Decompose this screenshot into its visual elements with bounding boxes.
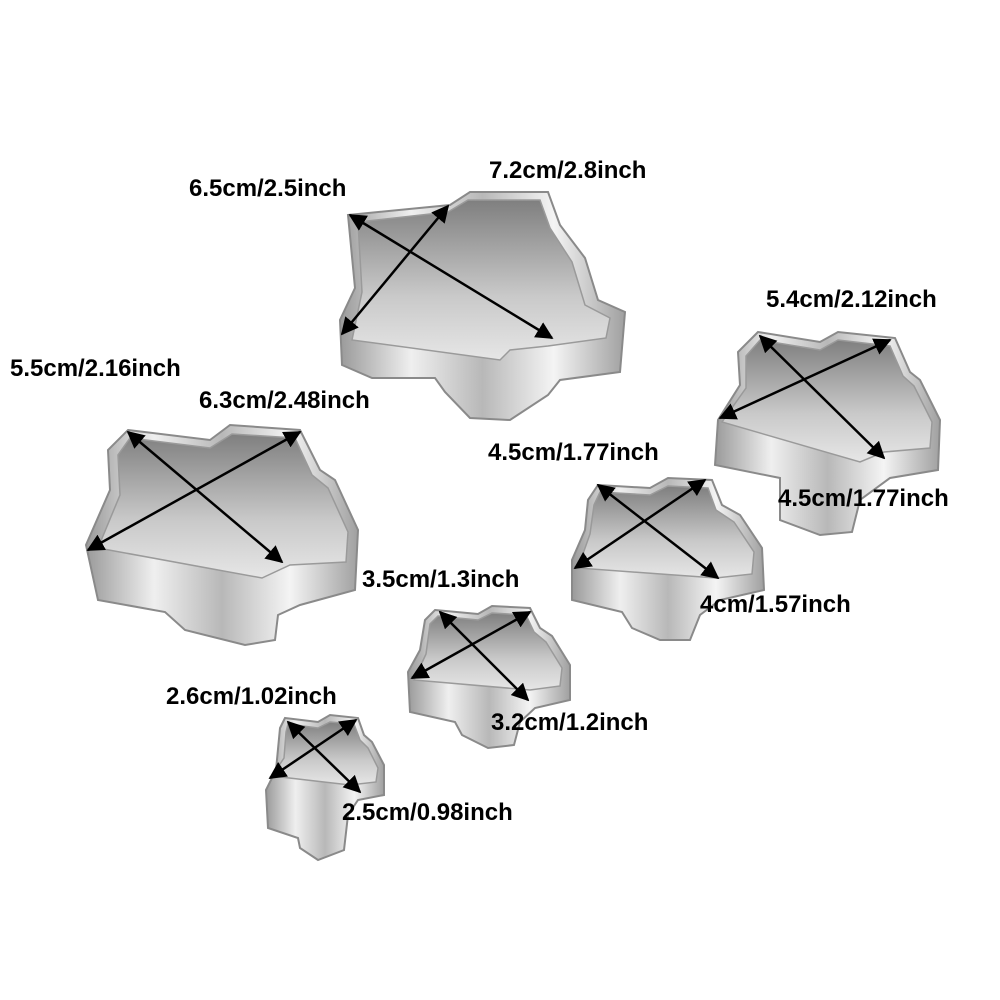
measure-arrow [596, 483, 720, 580]
measure-arrow [348, 213, 554, 340]
dimension-label: 2.5cm/0.98inch [342, 799, 513, 826]
cutter-4 [571, 476, 766, 641]
cutter-5 [406, 604, 571, 750]
dimension-label: 2.6cm/1.02inch [166, 683, 337, 710]
cutter-opening [576, 485, 755, 579]
cutter-3 [713, 330, 942, 537]
measure-arrow [438, 610, 530, 702]
cutter-2 [84, 423, 360, 647]
measure-arrow [758, 334, 886, 460]
dimension-label: 6.5cm/2.5inch [189, 175, 347, 202]
dimension-label: 7.2cm/2.8inch [489, 157, 647, 184]
cutter-opening [351, 199, 611, 361]
cutter-opening [412, 612, 563, 691]
dimension-label: 4.5cm/1.77inch [778, 485, 949, 512]
measure-arrow [286, 720, 362, 794]
dimension-label: 5.4cm/2.12inch [766, 286, 937, 313]
dimension-label: 6.3cm/2.48inch [199, 387, 370, 414]
dimension-label: 5.5cm/2.16inch [10, 355, 181, 382]
dimension-label: 4.5cm/1.77inch [488, 439, 659, 466]
cutter-1 [338, 191, 627, 422]
dimension-label: 4cm/1.57inch [700, 591, 851, 618]
measure-arrow [126, 430, 284, 564]
dimension-label: 3.5cm/1.3inch [362, 566, 520, 593]
cutter-6 [264, 713, 385, 862]
dimension-label: 3.2cm/1.2inch [491, 709, 649, 736]
